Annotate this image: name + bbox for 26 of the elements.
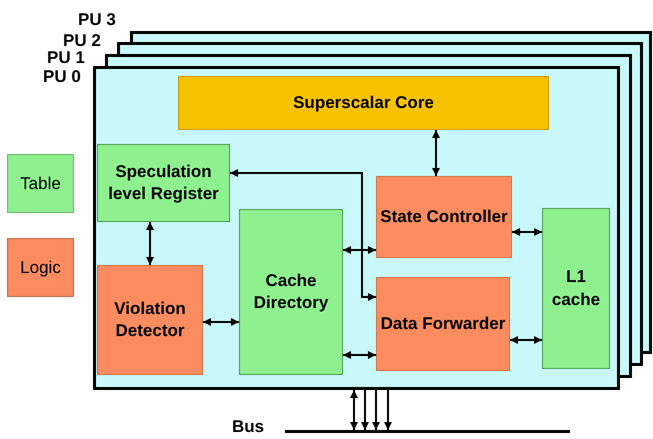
logic-block: Data Forwarder <box>376 277 510 371</box>
logic-block: Violation Detector <box>97 265 203 375</box>
arrow <box>343 246 376 254</box>
table-block: L1 cache <box>542 208 610 369</box>
arrow <box>203 318 239 326</box>
legend-label: Logic <box>20 258 61 278</box>
logic-block: State Controller <box>376 176 512 258</box>
arrow <box>432 130 440 176</box>
panel-label: PU 1 <box>47 49 85 66</box>
core-block: Superscalar Core <box>178 76 549 130</box>
table-block: Cache Directory <box>239 209 343 375</box>
panel-label: PU 0 <box>43 68 81 85</box>
arrow <box>361 390 369 430</box>
arrow <box>384 390 392 430</box>
arrow <box>372 390 380 430</box>
panel-label: PU 3 <box>78 11 116 28</box>
arrow <box>146 222 154 265</box>
bus-label: Bus <box>232 418 264 435</box>
arrow <box>350 390 358 430</box>
panel-label: PU 2 <box>63 32 101 49</box>
arrow <box>510 336 542 344</box>
arrow <box>512 228 542 236</box>
table-block: Speculation level Register <box>97 144 230 222</box>
legend-label: Table <box>20 174 61 194</box>
arrow <box>343 351 376 359</box>
arrow <box>230 169 363 251</box>
